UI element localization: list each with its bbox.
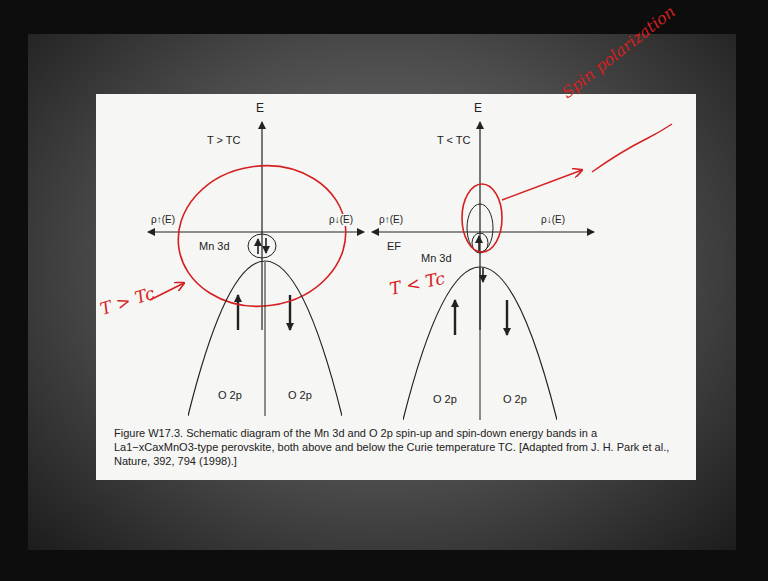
axis-label: T > TC — [207, 134, 241, 147]
axis-label: ρ↓(E) — [540, 214, 566, 226]
band-label: O 2p — [433, 393, 457, 406]
axis-label: ρ↑(E) — [150, 214, 176, 226]
band-label: O 2p — [288, 389, 312, 402]
axis-label: Mn 3d — [420, 252, 453, 265]
band-outline — [403, 262, 557, 420]
energy-band: O 2p O 2p — [403, 262, 557, 420]
axis-label: ρ↑(E) — [378, 214, 404, 226]
axis-label: ρ↓(E) — [328, 214, 354, 226]
axis-label: T < TC — [437, 134, 471, 147]
axis-label: E — [256, 102, 264, 116]
band-label: O 2p — [503, 393, 527, 406]
band-label: O 2p — [218, 389, 242, 402]
figure-caption: Figure W17.3. Schematic diagram of the M… — [114, 426, 680, 468]
axis-label: EF — [386, 240, 402, 253]
band-outline — [188, 256, 342, 416]
axis-label: E — [474, 102, 482, 116]
energy-band: O 2p O 2p — [188, 256, 342, 416]
axis-label: Mn 3d — [198, 240, 231, 253]
